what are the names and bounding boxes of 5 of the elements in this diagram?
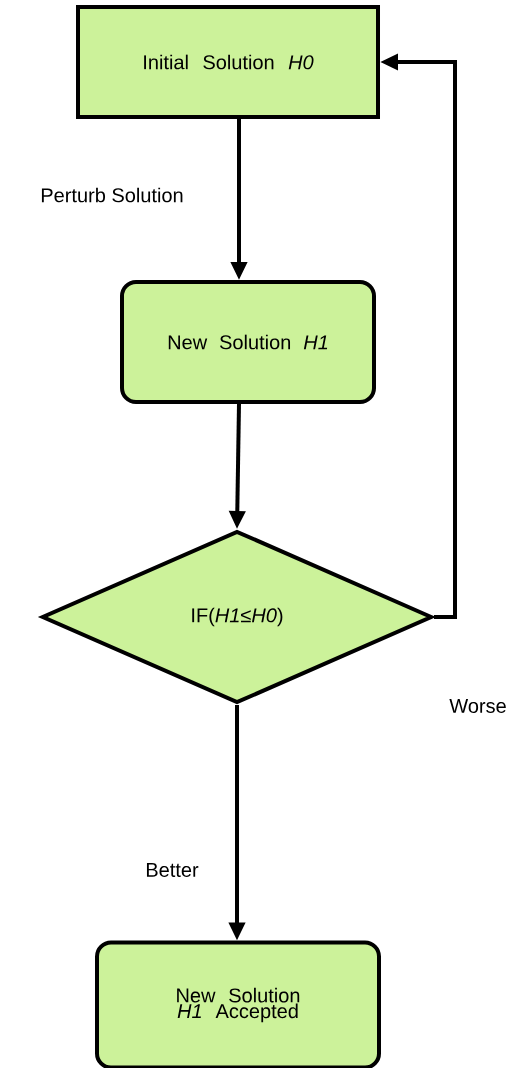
process-box: Initial Solution H0 <box>76 5 380 119</box>
process-box: New Solution H1 <box>120 280 376 404</box>
edge-label: Better <box>143 861 201 879</box>
process-box: New Solution H1 Accepted <box>95 940 381 1068</box>
edge-label: Worse <box>447 697 509 715</box>
